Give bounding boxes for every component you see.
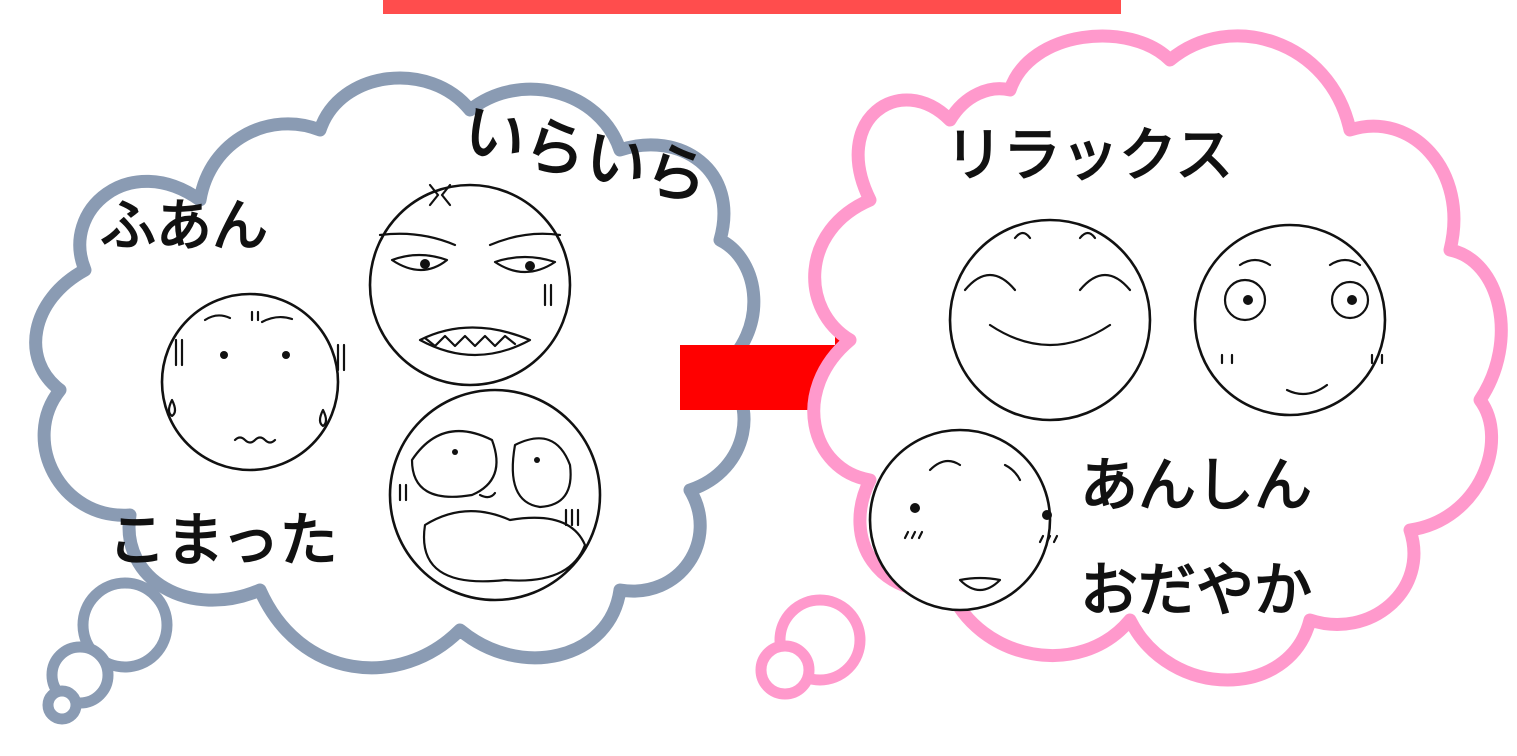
troubled-face [388,388,602,602]
label-anxious: ふあん [100,194,268,259]
label-calm: おだやか [1080,556,1312,624]
calm-face [1193,223,1387,417]
right-thought-cloud: リラックス あんしん おだやか [755,29,1508,700]
relieved-face [868,428,1059,612]
happy-face [948,218,1152,422]
top-banner [383,0,1121,14]
label-troubled: こまった [108,506,338,574]
irritated-face [368,183,572,387]
left-thought-bubbles [42,577,173,725]
right-thought-bubbles [755,594,866,700]
left-thought-cloud: ふあん いらいら こまった [29,71,761,725]
label-relax: リラックス [945,121,1233,189]
anxious-face [160,292,346,472]
label-relief: あんしん [1080,451,1312,519]
